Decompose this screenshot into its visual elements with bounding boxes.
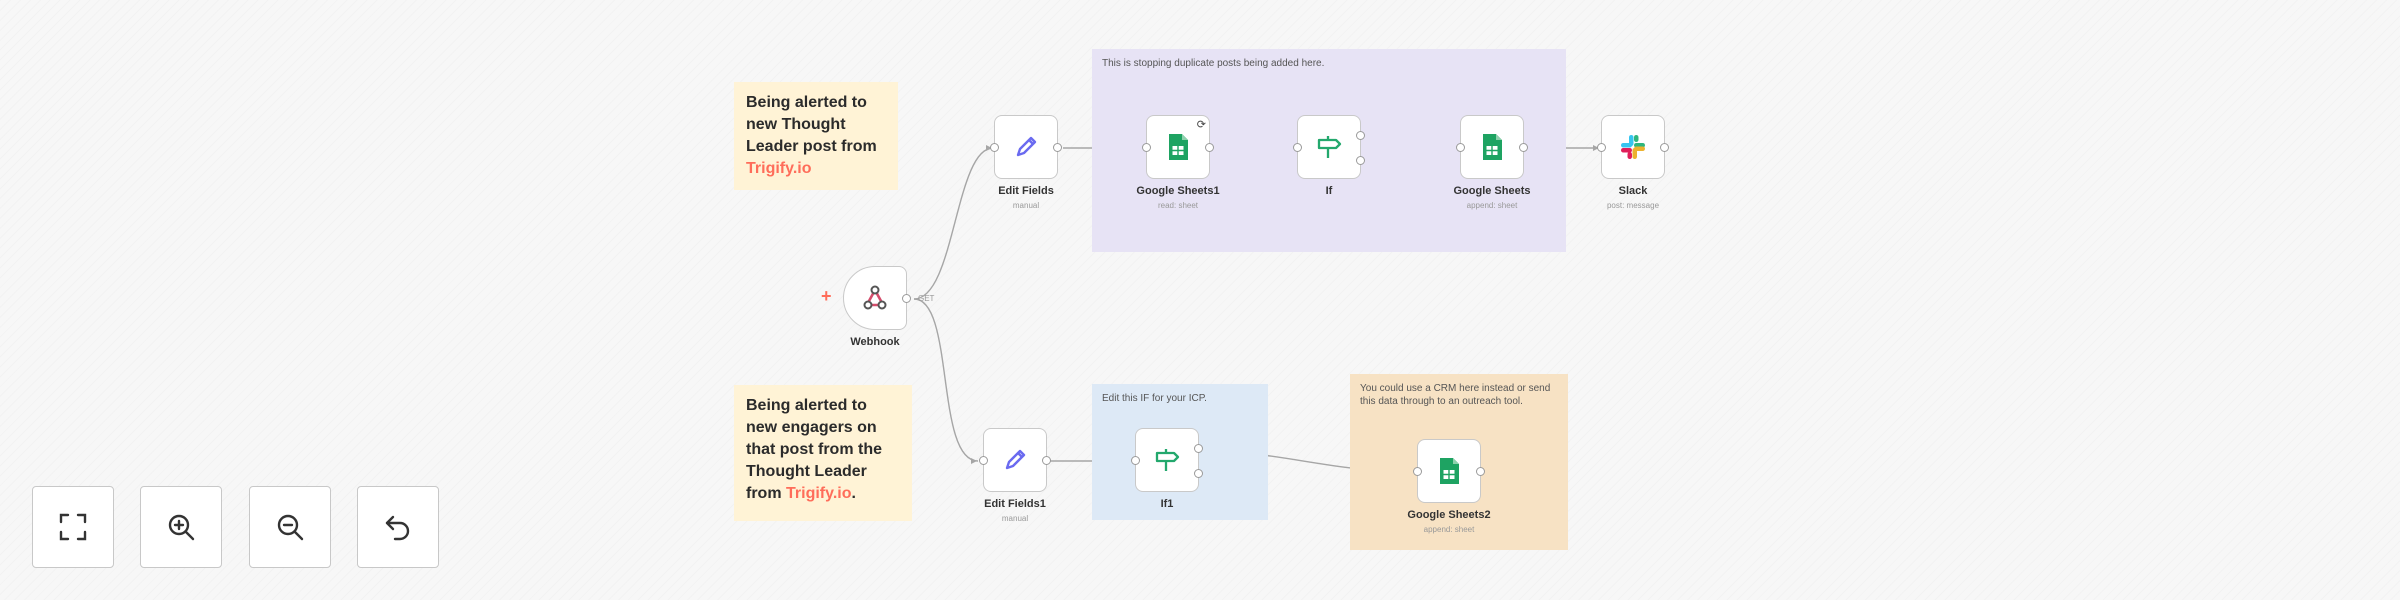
if-false-output-port[interactable]: [1356, 156, 1365, 165]
node-if-title: If: [1325, 185, 1333, 197]
slack-icon: [1618, 132, 1648, 162]
edit-fields1-input-port[interactable]: [979, 456, 988, 465]
zoom-out-icon: [277, 514, 304, 541]
node-edit-fields1-title: Edit Fields1: [984, 498, 1046, 510]
google-sheets-input-port[interactable]: [1456, 143, 1465, 152]
zoom-in-button[interactable]: [140, 486, 222, 568]
sticky-note-new-post-text: Being alerted to new Thought Leader post…: [746, 92, 886, 180]
sticky-note-new-post[interactable]: Being alerted to new Thought Leader post…: [734, 82, 898, 190]
pencil-icon: [1000, 445, 1030, 475]
node-google-sheets2-title: Google Sheets2: [1407, 509, 1491, 521]
node-slack-subtitle: post: message: [1606, 201, 1660, 210]
webhook-port-label: GET: [918, 294, 935, 303]
signpost-icon: [1152, 445, 1182, 475]
group-crm-label: You could use a CRM here instead or send…: [1360, 383, 1551, 407]
arrow-editfields1: [971, 458, 977, 464]
google-sheets1-output-port[interactable]: [1205, 143, 1214, 152]
google-sheets-icon: [1434, 456, 1464, 486]
if-true-output-port[interactable]: [1356, 131, 1365, 140]
undo-icon: [385, 515, 410, 541]
edit-fields1-output-port[interactable]: [1042, 456, 1051, 465]
add-trigger-button[interactable]: +: [821, 286, 832, 306]
google-sheets2-output-port[interactable]: [1476, 467, 1485, 476]
node-slack[interactable]: [1597, 115, 1669, 179]
node-edit-fields-subtitle: manual: [1012, 201, 1040, 210]
webhook-icon: [860, 283, 890, 313]
group-icp-label: Edit this IF for your ICP.: [1102, 393, 1207, 404]
edge-webhook-editfields1: [913, 298, 979, 462]
sync-icon: ⟳: [1196, 119, 1206, 131]
edge-webhook-editfields: [913, 147, 994, 300]
node-if1[interactable]: [1131, 428, 1203, 492]
node-google-sheets[interactable]: [1456, 115, 1528, 179]
zoom-in-icon: [168, 514, 195, 541]
sticky-text-body: Being alerted to new engagers on that po…: [746, 397, 882, 502]
node-edit-fields1[interactable]: [979, 428, 1051, 492]
trigify-link[interactable]: Trigify.io: [746, 160, 812, 177]
node-google-sheets-title: Google Sheets: [1453, 185, 1531, 197]
edit-fields-input-port[interactable]: [990, 143, 999, 152]
node-if[interactable]: [1293, 115, 1365, 179]
node-google-sheets1[interactable]: ⟳: [1142, 115, 1214, 179]
reset-zoom-button[interactable]: [357, 486, 439, 568]
sticky-note-new-engagers-text: Being alerted to new engagers on that po…: [746, 395, 900, 505]
if1-false-output-port[interactable]: [1194, 469, 1203, 478]
node-edit-fields1-subtitle: manual: [1001, 514, 1029, 523]
google-sheets2-input-port[interactable]: [1413, 467, 1422, 476]
google-sheets-icon: [1163, 132, 1193, 162]
node-google-sheets2[interactable]: [1413, 439, 1485, 503]
if1-input-port[interactable]: [1131, 456, 1140, 465]
node-slack-title: Slack: [1618, 185, 1648, 197]
node-google-sheets1-subtitle: read: sheet: [1157, 201, 1199, 210]
fit-view-button[interactable]: [32, 486, 114, 568]
if1-true-output-port[interactable]: [1194, 444, 1203, 453]
zoom-out-button[interactable]: [249, 486, 331, 568]
signpost-icon: [1314, 132, 1344, 162]
slack-output-port[interactable]: [1660, 143, 1669, 152]
node-edit-fields-title: Edit Fields: [998, 185, 1054, 197]
node-webhook[interactable]: [843, 266, 911, 330]
node-google-sheets1-title: Google Sheets1: [1136, 185, 1220, 197]
node-webhook-title: Webhook: [850, 336, 900, 348]
sticky-text-body: Being alerted to new Thought Leader post…: [746, 94, 877, 155]
fit-view-icon: [59, 513, 87, 541]
sticky-note-new-engagers[interactable]: Being alerted to new engagers on that po…: [734, 385, 912, 521]
if-input-port[interactable]: [1293, 143, 1302, 152]
sticky-text-suffix: .: [851, 485, 856, 502]
google-sheets-output-port[interactable]: [1519, 143, 1528, 152]
node-google-sheets-subtitle: append: sheet: [1466, 201, 1518, 210]
group-dedupe-label: This is stopping duplicate posts being a…: [1102, 58, 1325, 69]
google-sheets-icon: [1477, 132, 1507, 162]
pencil-icon: [1011, 132, 1041, 162]
slack-input-port[interactable]: [1597, 143, 1606, 152]
node-edit-fields[interactable]: [990, 115, 1062, 179]
google-sheets1-input-port[interactable]: [1142, 143, 1151, 152]
trigify-link[interactable]: Trigify.io: [786, 485, 852, 502]
edit-fields-output-port[interactable]: [1053, 143, 1062, 152]
webhook-output-port[interactable]: [902, 294, 911, 303]
node-if1-title: If1: [1160, 498, 1174, 510]
node-google-sheets2-subtitle: append: sheet: [1423, 525, 1475, 534]
